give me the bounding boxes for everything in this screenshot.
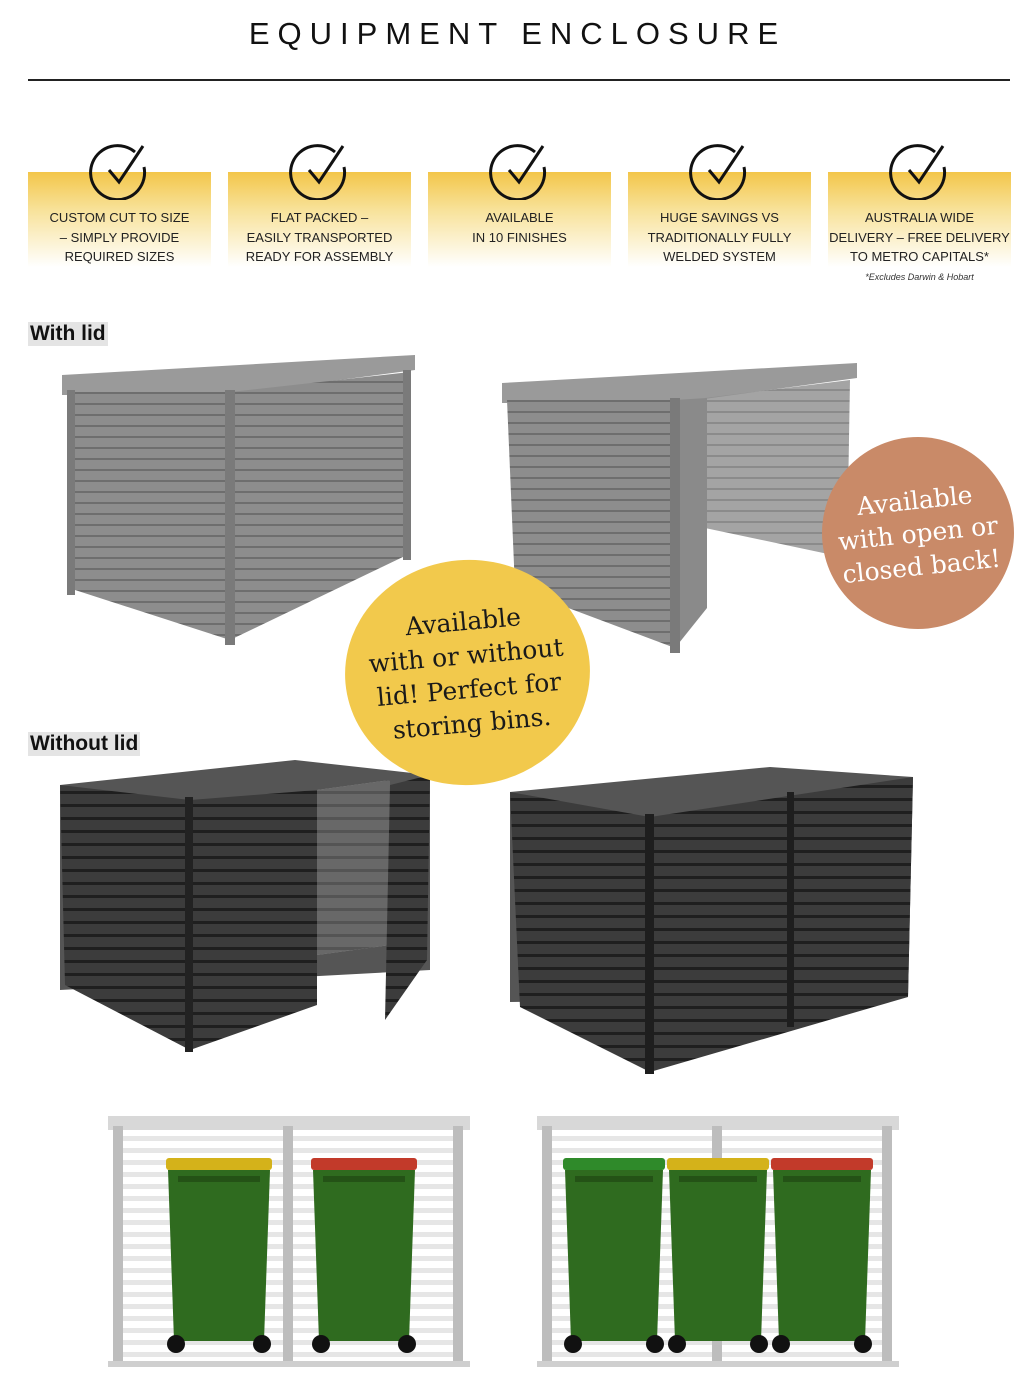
wheelie-bin [166, 1158, 272, 1353]
feature-3: AVAILABLE IN 10 FINISHES [428, 144, 611, 267]
feature-1: CUSTOM CUT TO SIZE – SIMPLY PROVIDE REQU… [28, 144, 211, 267]
check-circle-icon [489, 144, 547, 200]
feature-2: FLAT PACKED – EASILY TRANSPORTED READY F… [228, 144, 411, 267]
feature-text: HUGE SAVINGS VS TRADITIONALLY FULLY WELD… [647, 210, 792, 264]
wheelie-bin [771, 1158, 873, 1353]
divider [28, 79, 1010, 81]
enclosure-with-lid-closed-image [62, 355, 415, 645]
check-circle-icon [289, 144, 347, 200]
enclosure-without-lid-open-door-image [60, 760, 430, 1052]
wheelie-bin [563, 1158, 665, 1353]
check-circle-icon [89, 144, 147, 200]
feature-text: FLAT PACKED – EASILY TRANSPORTED READY F… [245, 210, 394, 264]
open-back-badge-text: Available with open or closed back! [836, 479, 1002, 589]
feature-text: AVAILABLE IN 10 FINISHES [472, 210, 567, 245]
three-bin-enclosure-diagram [537, 1116, 899, 1367]
feature-5: AUSTRALIA WIDE DELIVERY – FREE DELIVERY … [828, 144, 1011, 282]
section-label-without-lid: Without lid [28, 732, 141, 756]
two-bin-enclosure-diagram [108, 1116, 470, 1367]
check-circle-icon [689, 144, 747, 200]
enclosure-with-lid-open-back-image [502, 363, 857, 653]
check-circle-icon [889, 144, 947, 200]
page-title: EQUIPMENT ENCLOSURE [248, 16, 787, 51]
lid-badge-text: Available with or without lid! Perfect f… [367, 601, 565, 745]
feature-note: *Excludes Darwin & Hobart [865, 272, 974, 282]
section-label-with-lid: With lid [28, 322, 108, 346]
feature-text: CUSTOM CUT TO SIZE – SIMPLY PROVIDE REQU… [49, 210, 190, 264]
feature-text: AUSTRALIA WIDE DELIVERY – FREE DELIVERY … [829, 210, 1010, 264]
feature-4: HUGE SAVINGS VS TRADITIONALLY FULLY WELD… [628, 144, 811, 267]
wheelie-bin [311, 1158, 417, 1353]
wheelie-bin [667, 1158, 769, 1353]
enclosure-without-lid-closed-image [510, 767, 913, 1074]
